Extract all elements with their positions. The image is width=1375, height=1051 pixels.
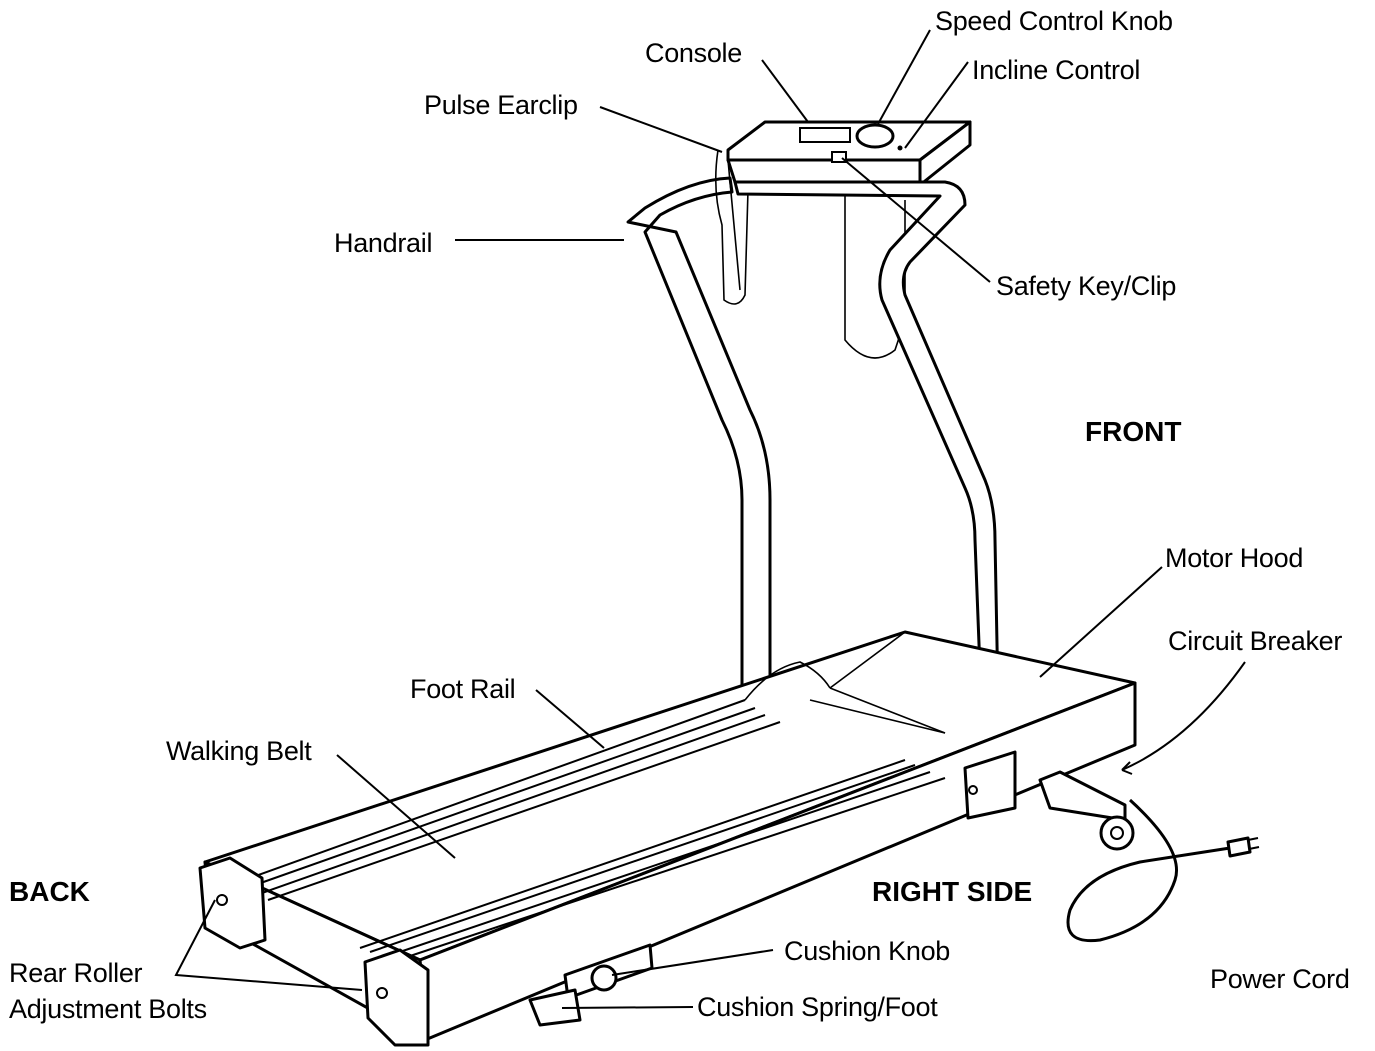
label-speed-control-knob: Speed Control Knob (935, 6, 1173, 36)
leader-incline (904, 61, 969, 149)
rear-cap-left (198, 856, 267, 950)
leader-safety-key (841, 157, 991, 283)
leader-walking-belt (336, 754, 456, 859)
label-power-cord: Power Cord (1210, 964, 1350, 994)
label-back: BACK (9, 876, 90, 907)
label-cushion-knob: Cushion Knob (784, 936, 951, 966)
label-front: FRONT (1085, 416, 1182, 447)
label-pulse-earclip: Pulse Earclip (424, 90, 578, 120)
label-walking-belt: Walking Belt (166, 736, 312, 766)
label-handrail: Handrail (334, 228, 433, 258)
label-foot-rail: Foot Rail (410, 674, 516, 704)
label-right-side: RIGHT SIDE (872, 876, 1033, 907)
handrail-left-tube (626, 176, 772, 692)
label-rear-roller-line1: Rear Roller (9, 958, 143, 988)
speed-knob (855, 123, 895, 149)
label-console: Console (645, 38, 742, 68)
leader-cushion-spring (561, 1006, 694, 1009)
label-rear-roller-line2: Adjustment Bolts (9, 994, 207, 1024)
handrail-right-tube (733, 180, 1002, 802)
power-plug (1226, 836, 1252, 858)
leader-circuit-breaker (1121, 661, 1246, 771)
leader-speed-knob (877, 29, 931, 125)
power-cord-wire (1066, 798, 1231, 943)
rear-cap-right (363, 948, 430, 1047)
leader-motor-hood (1039, 566, 1163, 678)
label-incline-control: Incline Control (972, 55, 1141, 85)
label-circuit-breaker: Circuit Breaker (1168, 626, 1343, 656)
leader-foot-rail (535, 689, 605, 749)
leader-console (761, 59, 809, 123)
earclip-wire (714, 149, 749, 305)
label-motor-hood: Motor Hood (1165, 543, 1304, 573)
label-cushion-spring-foot: Cushion Spring/Foot (697, 992, 938, 1022)
safety-cord (844, 170, 906, 359)
leader-rear-roller (174, 899, 363, 991)
cushion-knob-shape (590, 964, 618, 992)
cushion-foot (528, 988, 582, 1027)
label-safety-key-clip: Safety Key/Clip (996, 271, 1177, 301)
leader-cushion-knob (611, 949, 774, 976)
leader-earclip (599, 106, 723, 153)
